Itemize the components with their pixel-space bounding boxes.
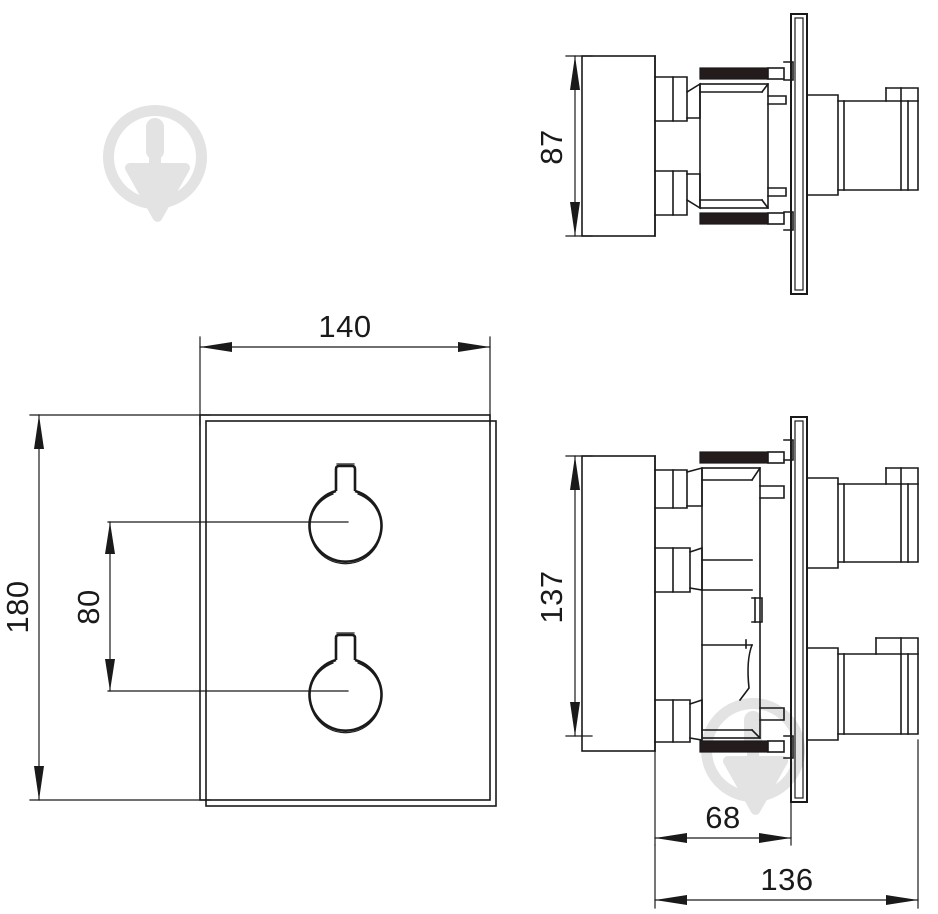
dimension-height-87: 87 xyxy=(534,55,593,237)
upper-seal-bottom xyxy=(699,212,769,225)
upper-seal-top xyxy=(699,67,769,80)
front-plate-inner xyxy=(205,420,497,807)
upper-outlet-base xyxy=(806,94,839,196)
dimension-label-137: 137 xyxy=(534,570,569,623)
lower-seal-top xyxy=(699,451,769,464)
dimension-label-68: 68 xyxy=(705,800,740,835)
lower-outlet-upper-base xyxy=(806,477,839,569)
lower-outlet-upper-barrel xyxy=(837,483,902,563)
lower-cartridge-body xyxy=(701,467,761,739)
dimension-label-80: 80 xyxy=(71,589,106,624)
upper-control-knob xyxy=(308,463,383,565)
lower-control-knob xyxy=(308,632,383,734)
dimension-spacing-80: 80 xyxy=(71,521,115,692)
dimension-label-140: 140 xyxy=(318,309,371,344)
side-section-view-upper: 87 xyxy=(534,13,919,295)
lower-body-block xyxy=(581,455,656,752)
upper-cartridge-body xyxy=(699,83,769,209)
watermark-top-left xyxy=(103,105,208,222)
dimension-height-137: 137 xyxy=(534,455,593,737)
side-section-view-lower: 137 68 136 xyxy=(534,416,919,909)
upper-body-block xyxy=(581,55,656,237)
dimension-label-180: 180 xyxy=(0,580,35,633)
watermark-bottom-right xyxy=(701,698,806,815)
dimension-width-140: 140 xyxy=(199,309,491,426)
dimension-height-180: 180 xyxy=(0,414,211,801)
dimension-depth-68: 68 xyxy=(654,750,792,846)
upper-outlet-barrel xyxy=(837,100,902,191)
lower-outlet-lower-barrel xyxy=(837,653,902,735)
lower-escutcheon-plate xyxy=(790,416,808,803)
lower-seal-bottom xyxy=(699,740,769,753)
dimension-label-136: 136 xyxy=(760,862,813,897)
upper-escutcheon-plate xyxy=(790,13,808,295)
dimension-label-87: 87 xyxy=(534,129,569,164)
dimension-depth-136: 136 xyxy=(654,739,919,909)
front-plate-outer xyxy=(199,414,491,801)
front-elevation-view: 140 180 80 xyxy=(0,309,497,807)
lower-outlet-lower-base xyxy=(806,647,839,741)
